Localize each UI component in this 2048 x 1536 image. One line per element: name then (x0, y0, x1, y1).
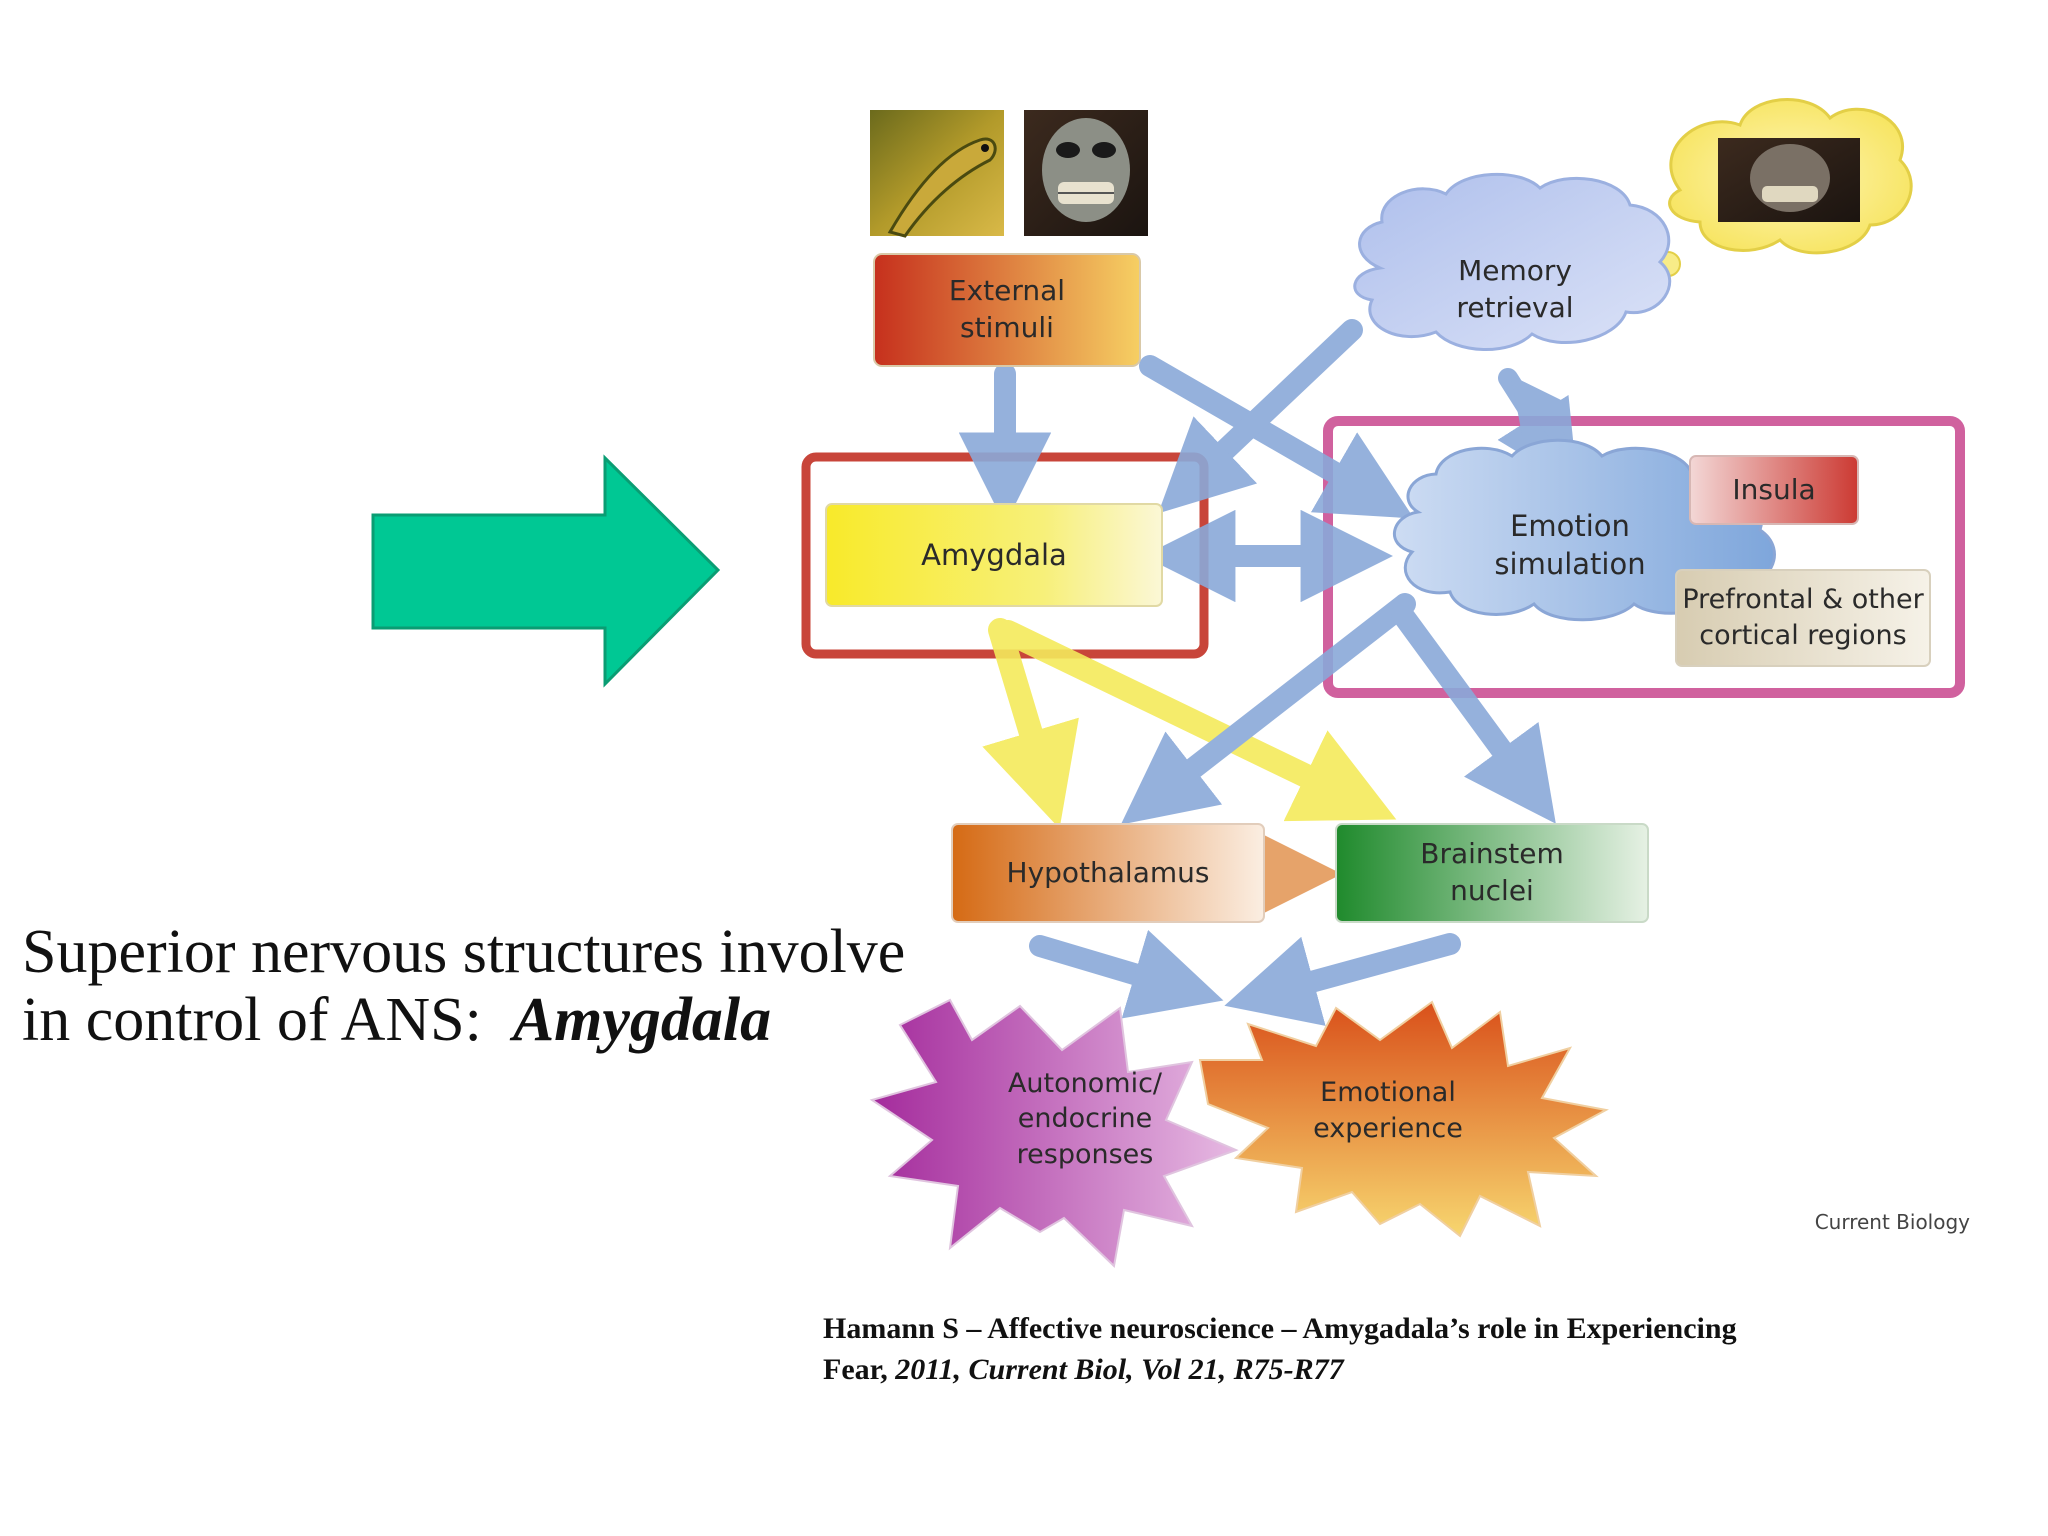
prefrontal-box (1675, 569, 1931, 667)
brainstem-label: Brainstem nuclei (1420, 837, 1564, 907)
citation-line2: Fear, 2011, Current Biol, Vol 21, R75-R7… (823, 1349, 2023, 1390)
pointer-arrow (371, 454, 721, 688)
emotional-experience-label: Emotional experience (1313, 1077, 1463, 1144)
external-stimuli-box (873, 253, 1141, 367)
arrow-emotion-to-memory (1510, 375, 1570, 447)
amygdala-label: Amygdala (921, 537, 1067, 572)
insula-label: Insula (1732, 472, 1816, 506)
arrow-external-to-emotion (1139, 355, 1415, 519)
autonomic-label: Autonomic/ endocrine responses (1007, 1067, 1163, 1170)
arrow-hypothalamus-to-outputs (1029, 929, 1224, 1019)
citation-line1: Hamann S – Affective neuroscience – Amyg… (823, 1312, 1737, 1345)
slide-title-line1: Superior nervous structures involve (22, 918, 906, 986)
arrow-amygdala-to-hypothalamus (982, 618, 1079, 829)
arrows (958, 319, 1578, 1026)
emotional-experience-burst (1198, 1000, 1609, 1238)
arrow-emotion-to-brainstem (1391, 603, 1556, 824)
citation: Hamann S – Affective neuroscience – Amyg… (823, 1308, 2023, 1391)
external-stimuli-label: External stimuli (948, 274, 1066, 344)
arrow-amygdala-to-brainstem (996, 620, 1397, 822)
slide-title-emphasis: Amygdala (512, 986, 772, 1055)
snake-photo (870, 110, 1004, 238)
autonomic-burst (869, 998, 1239, 1269)
amygdala-box (825, 503, 1163, 607)
arrow-memory-to-amygdala (1158, 319, 1363, 514)
citation-details: 2011, Current Biol, Vol 21, R75-R77 (895, 1353, 1344, 1387)
arrow-brainstem-to-outputs (1224, 933, 1461, 1026)
hypothalamus-label: Hypothalamus (1006, 855, 1210, 889)
citation-prefix: Fear, (823, 1353, 888, 1387)
memory-retrieval-label: Memory retrieval (1456, 254, 1574, 324)
scary-face-photo (1024, 110, 1148, 236)
thought-bubble (1595, 98, 1913, 317)
brainstem-box (1335, 823, 1649, 923)
slide-title-prefix: in control of ANS: (22, 986, 482, 1055)
hypothalamus-box (951, 823, 1265, 923)
arrow-emotion-to-hypothalamus (1120, 593, 1416, 825)
slide-title-line2: in control of ANS: Amygdala (22, 986, 1022, 1054)
emotion-simulation-label: Emotion simulation (1494, 508, 1646, 581)
prefrontal-label: Prefrontal & other cortical regions (1682, 584, 1924, 651)
memory-retrieval-cloud (1353, 172, 1672, 351)
slide-title: Superior nervous structures involve in c… (22, 918, 1022, 1054)
insula-box (1689, 455, 1859, 525)
figure-credit: Current Biology (1814, 1210, 1970, 1234)
